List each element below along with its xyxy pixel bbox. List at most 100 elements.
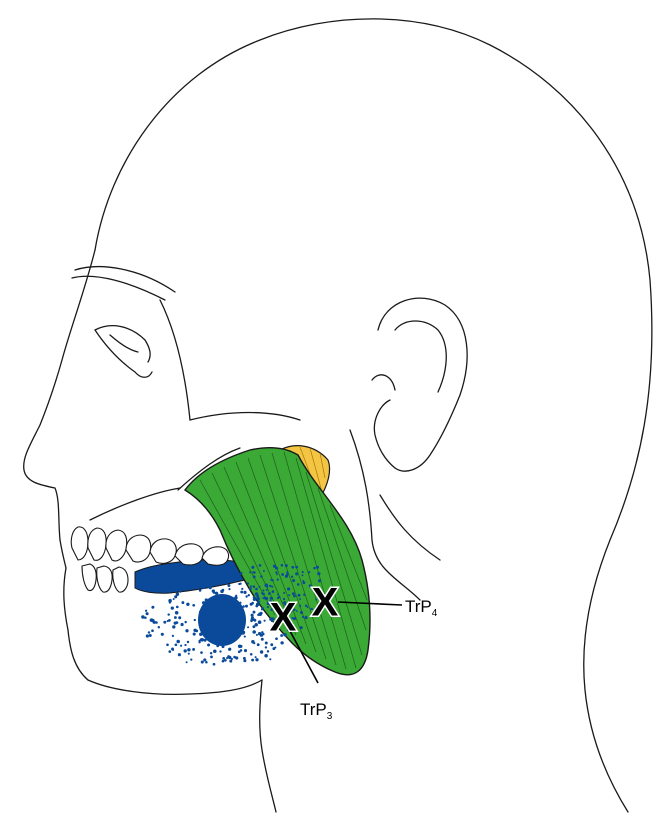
- pain-dot: [213, 650, 217, 654]
- pain-dot: [253, 596, 255, 598]
- pain-dot: [285, 564, 288, 567]
- pain-dot: [266, 589, 268, 591]
- pain-dot: [179, 591, 181, 593]
- pain-dot: [292, 579, 295, 582]
- pain-dot: [216, 569, 219, 572]
- pain-dot: [319, 573, 321, 575]
- upper-teeth: [71, 527, 228, 565]
- pain-dot: [176, 640, 180, 644]
- trp4-label-sub: 4: [432, 608, 438, 619]
- pain-dot: [228, 588, 230, 590]
- pain-dot: [261, 631, 263, 633]
- pain-dot: [254, 623, 258, 627]
- pain-dot: [308, 571, 310, 573]
- pain-dot: [199, 633, 203, 637]
- pain-dot: [234, 620, 237, 623]
- pain-dot: [260, 612, 263, 615]
- pain-dot: [218, 608, 222, 612]
- pain-dot: [305, 616, 308, 619]
- pain-dot: [211, 603, 214, 606]
- trp3-label-main: TrP: [300, 700, 327, 719]
- pain-dot: [302, 574, 304, 576]
- pain-dot: [273, 565, 276, 568]
- pain-dot: [299, 605, 301, 607]
- pain-dot: [192, 648, 195, 651]
- pain-dot: [174, 595, 177, 598]
- pain-dot: [204, 639, 207, 642]
- pain-dot: [300, 626, 303, 629]
- pain-dot: [231, 635, 233, 637]
- pain-dot: [297, 583, 300, 586]
- pain-dot: [240, 591, 243, 594]
- trp4-label: TrP4: [405, 597, 438, 619]
- pain-dot: [253, 571, 255, 573]
- pain-dot: [229, 607, 232, 610]
- pain-dot: [166, 643, 169, 646]
- pain-dot: [224, 659, 227, 662]
- pain-dot: [275, 571, 277, 573]
- pain-dot: [190, 658, 192, 660]
- pain-dot: [167, 620, 169, 622]
- pain-dot: [220, 640, 223, 643]
- pain-dot: [240, 629, 243, 632]
- pain-dot: [276, 573, 278, 575]
- pain-dot: [205, 625, 207, 627]
- pain-dot: [220, 590, 223, 593]
- pain-dot: [245, 605, 248, 608]
- pain-dot: [286, 571, 288, 573]
- pain-dot: [265, 646, 267, 648]
- pain-dot: [258, 620, 262, 624]
- pain-dot: [178, 653, 181, 656]
- pain-dot: [280, 641, 283, 644]
- pain-dot: [272, 647, 275, 650]
- pain-dot: [200, 651, 203, 654]
- pain-dot: [205, 630, 207, 632]
- pain-dot: [209, 601, 211, 603]
- pain-dot: [224, 643, 226, 645]
- pain-dot: [187, 641, 189, 643]
- pain-dot: [209, 612, 211, 614]
- pain-dot: [268, 592, 271, 595]
- pain-dot: [260, 650, 263, 653]
- pain-dot: [226, 615, 229, 618]
- pain-dot: [172, 635, 174, 637]
- pain-dot: [256, 597, 260, 601]
- pain-dot: [225, 622, 228, 625]
- pain-dot: [300, 611, 303, 614]
- pain-dot: [267, 650, 269, 652]
- pain-dot: [283, 592, 285, 594]
- pain-dot: [205, 661, 208, 664]
- pain-dot: [224, 604, 227, 607]
- pain-dot: [287, 587, 290, 590]
- pain-dot: [219, 650, 221, 652]
- pain-dot: [226, 582, 228, 584]
- pain-dot: [264, 620, 266, 622]
- pain-dot: [158, 626, 160, 628]
- pain-dot: [221, 612, 224, 615]
- trp4-label-main: TrP: [405, 597, 432, 616]
- pain-dot: [202, 601, 205, 604]
- pain-dot: [207, 643, 210, 646]
- pain-dot: [216, 630, 219, 633]
- pain-dot: [207, 631, 210, 634]
- pain-dot: [175, 643, 178, 646]
- pain-dot: [213, 636, 215, 638]
- pain-dot: [181, 601, 184, 604]
- pain-dot: [240, 649, 243, 652]
- pain-dot: [299, 598, 301, 600]
- head-outline: [24, 19, 652, 812]
- pain-dot: [161, 633, 164, 636]
- pain-dot: [269, 658, 271, 660]
- pain-dot: [228, 648, 231, 651]
- pain-dot: [186, 603, 189, 606]
- pain-dot: [316, 566, 319, 569]
- pain-dot: [148, 631, 150, 633]
- pain-dot: [213, 612, 216, 615]
- pain-dot: [271, 579, 273, 581]
- pain-dot: [193, 633, 196, 636]
- pain-dot: [253, 585, 256, 588]
- pain-dot: [243, 659, 246, 662]
- pain-dot: [175, 611, 179, 615]
- pain-dot: [221, 599, 225, 603]
- pain-dot: [198, 641, 200, 643]
